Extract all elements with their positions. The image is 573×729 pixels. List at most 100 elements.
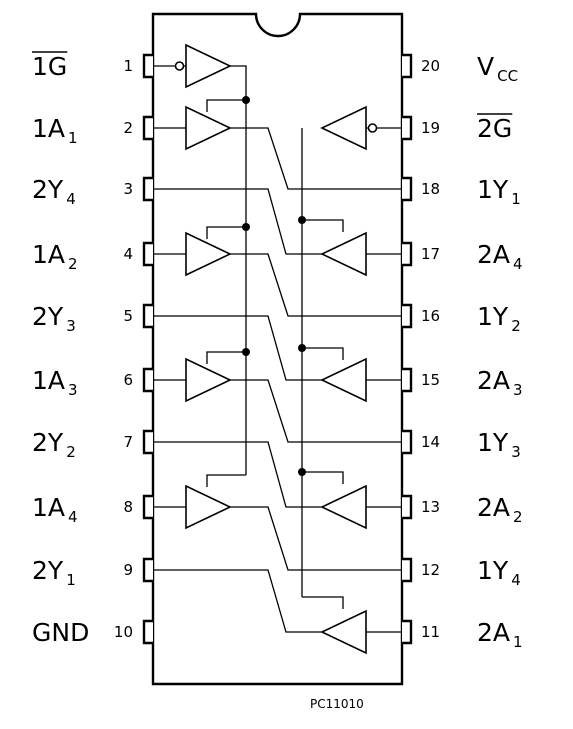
signal-name: 2A: [477, 240, 510, 269]
pin-pad-20: [402, 53, 413, 79]
wire-1y1-out: [230, 127, 411, 190]
pin-number-7: 7: [123, 433, 133, 451]
signal-subscript: 2: [513, 508, 523, 526]
signal-name: 1A: [32, 114, 65, 143]
signal-subscript: 2: [511, 317, 521, 335]
signal-subscript: 4: [513, 255, 523, 273]
buffer-1a1-1y1: [185, 105, 232, 151]
junction-dots: [242, 96, 306, 476]
pin-pad-8: [142, 494, 153, 520]
wire-1y3-out: [230, 379, 411, 443]
pin-pad-18: [402, 176, 413, 202]
signal-name: 1Y: [477, 556, 509, 585]
pin-number-2: 2: [123, 119, 133, 137]
wire-2y4-out: [144, 188, 322, 255]
pin-number-1: 1: [123, 57, 133, 75]
signal-name: 1A: [32, 366, 65, 395]
signal-name: 1A: [32, 493, 65, 522]
signal-name: 2G: [477, 114, 512, 143]
signal-name: 2A: [477, 618, 510, 647]
pin-number-18: 18: [421, 180, 440, 198]
pin-number-17: 17: [421, 245, 440, 263]
signal-name: 1Y: [477, 302, 509, 331]
package-caption: PC11010: [310, 697, 364, 711]
signal-subscript: 3: [511, 443, 521, 461]
pin-pad-13: [402, 494, 413, 520]
signal-name: 2Y: [32, 428, 64, 457]
pin-number-12: 12: [421, 561, 440, 579]
signal-name: 2Y: [32, 302, 64, 331]
pin-number-14: 14: [421, 433, 440, 451]
enable-1g-buffer: [185, 43, 232, 89]
wire-2y3-out: [144, 315, 322, 381]
enable-2g-tap-3: [302, 471, 344, 484]
buffer-group-2: [320, 105, 378, 655]
enable-1g-tap-4: [206, 474, 246, 487]
pin-number-10: 10: [114, 623, 133, 641]
signal-name: 1A: [32, 240, 65, 269]
signal-subscript: 3: [68, 381, 78, 399]
enable-2g-tap-4: [302, 596, 344, 609]
pin-pad-4: [142, 241, 153, 267]
signal-name: 2Y: [32, 175, 64, 204]
junction-dot: [298, 344, 306, 352]
buffer-group-1: [174, 43, 232, 530]
signal-subscript: 4: [66, 190, 76, 208]
pin-pad-12: [402, 557, 413, 583]
junction-dot: [298, 468, 306, 476]
pin-number-20: 20: [421, 57, 440, 75]
signal-name: GND: [32, 618, 89, 647]
enable-1g-tap-3: [206, 351, 246, 364]
pin-pad-3: [142, 176, 153, 202]
buffer-1a3-1y3: [185, 357, 232, 403]
pin-number-4: 4: [123, 245, 133, 263]
buffer-2a1-2y1: [320, 609, 367, 655]
pin-pad-1: [142, 53, 153, 79]
pin-number-19: 19: [421, 119, 440, 137]
pin-number-15: 15: [421, 371, 440, 389]
signal-name: 2A: [477, 493, 510, 522]
pin-pad-14: [402, 429, 413, 455]
signal-subscript: 1: [513, 633, 523, 651]
signal-name: 1Y: [477, 428, 509, 457]
pin-pad-9: [142, 557, 153, 583]
pin-pad-7: [142, 429, 153, 455]
pin-pad-2: [142, 115, 153, 141]
wire-2y1-out: [144, 569, 322, 633]
signal-subscript: 3: [66, 317, 76, 335]
signal-subscript: 1: [66, 571, 76, 589]
pin-pad-16: [402, 303, 413, 329]
junction-dot: [298, 216, 306, 224]
signal-subscript: 4: [511, 571, 521, 589]
buffer-2a3-2y3: [320, 357, 367, 403]
pin-number-6: 6: [123, 371, 133, 389]
enable-1g-tap-1: [206, 99, 246, 112]
signal-name: 2Y: [32, 556, 64, 585]
pin-number-5: 5: [123, 307, 133, 325]
signal-subscript: CC: [497, 67, 518, 85]
signal-subscript: 1: [68, 129, 78, 147]
signal-name: 2A: [477, 366, 510, 395]
junction-dot: [242, 96, 250, 104]
signal-name: V: [477, 52, 494, 81]
signal-subscript: 4: [68, 508, 78, 526]
buffer-2a4-2y4: [320, 231, 367, 277]
wire-1y2-out: [230, 253, 411, 317]
